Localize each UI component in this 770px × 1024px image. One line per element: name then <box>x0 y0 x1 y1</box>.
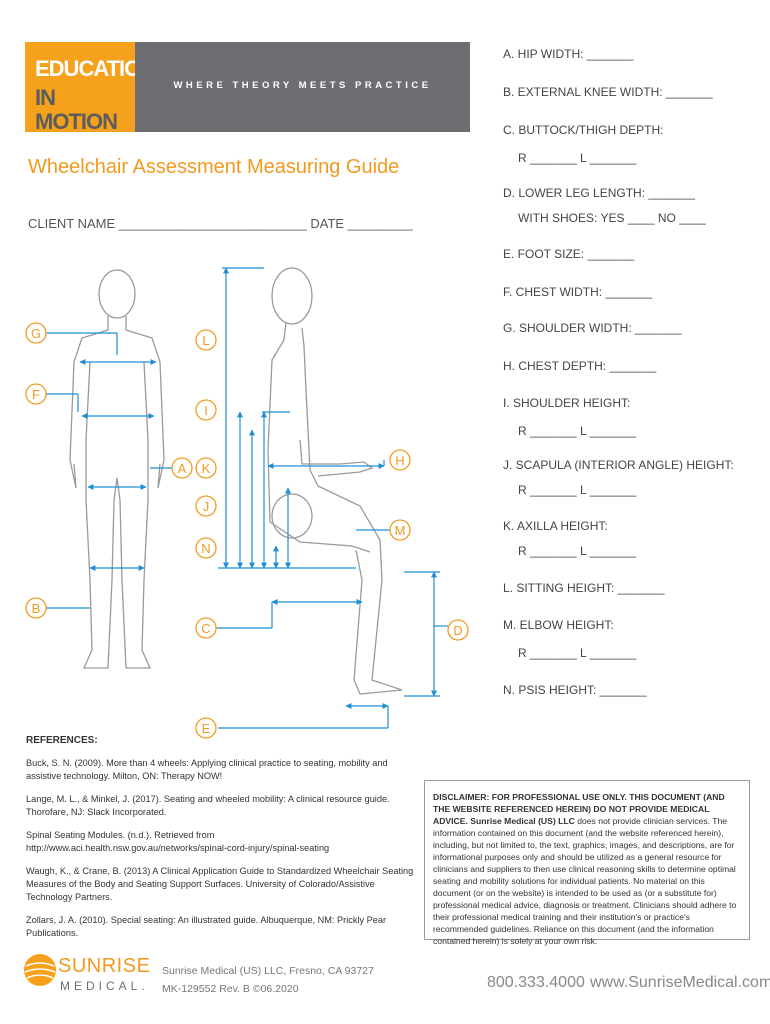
brand-line1: SUNRISE <box>58 955 150 977</box>
label-m: M <box>389 519 411 541</box>
tagline: WHERE THEORY MEETS PRACTICE <box>173 80 432 91</box>
measure-scapula-height-rl: R _______ L _______ <box>518 483 637 497</box>
label-n: N <box>195 537 217 559</box>
measure-shoulder-height-rl: R _______ L _______ <box>518 424 637 438</box>
diagram-label-layer: G F A B L I K J N C H M D E <box>25 322 469 739</box>
svg-text:N: N <box>201 541 210 556</box>
measure-elbow-height-rl: R _______ L _______ <box>518 646 637 660</box>
label-k: K <box>195 457 217 479</box>
page-title: Wheelchair Assessment Measuring Guide <box>28 156 400 178</box>
label-j: J <box>195 495 217 517</box>
svg-text:B: B <box>32 601 41 616</box>
measure-scapula-height: J. SCAPULA (INTERIOR ANGLE) HEIGHT: <box>503 458 734 472</box>
website-url[interactable]: www.SunriseMedical.com/EIM <box>590 974 770 991</box>
measure-elbow-height: M. ELBOW HEIGHT: <box>503 618 614 632</box>
measure-lower-leg-length: D. LOWER LEG LENGTH: _______ <box>503 186 696 200</box>
company-block: Sunrise Medical (US) LLC, Fresno, CA 937… <box>162 962 374 998</box>
svg-text:K: K <box>202 461 211 476</box>
references-heading: REFERENCES: <box>26 735 98 746</box>
reference-item: Waugh, K., & Crane, B. (2013) A Clinical… <box>26 866 414 902</box>
label-h: H <box>389 449 411 471</box>
label-b: B <box>25 597 47 619</box>
disclaimer-bold: DISCLAIMER: FOR PROFESSIONAL USE ONLY. T… <box>433 792 725 826</box>
reference-item: Spinal Seating Modules. (n.d.). Retrieve… <box>26 830 330 853</box>
measure-buttock-thigh-depth: C. BUTTOCK/THIGH DEPTH: <box>503 123 664 137</box>
svg-text:F: F <box>32 387 40 402</box>
svg-text:E: E <box>202 721 211 736</box>
sunrise-sun-icon <box>24 954 56 986</box>
label-c: C <box>195 617 217 639</box>
svg-text:M: M <box>395 523 406 538</box>
label-l: L <box>195 329 217 351</box>
measure-psis-height: N. PSIS HEIGHT: _______ <box>503 683 647 697</box>
front-body-figure <box>69 269 165 669</box>
svg-text:H: H <box>395 453 404 468</box>
svg-text:G: G <box>31 326 41 341</box>
disclaimer-box: DISCLAIMER: FOR PROFESSIONAL USE ONLY. T… <box>424 780 750 946</box>
reference-item: Lange, M. L., & Minkel, J. (2017). Seati… <box>26 794 390 817</box>
svg-text:C: C <box>201 621 210 636</box>
measure-with-shoes: WITH SHOES: YES ____ NO ____ <box>518 211 706 225</box>
disclaimer-body: does not provide clinician services. The… <box>433 816 737 946</box>
svg-text:D: D <box>453 623 462 638</box>
measure-sitting-height: L. SITTING HEIGHT: _______ <box>503 581 665 595</box>
logo-line2: IN MOTION <box>35 85 118 134</box>
svg-text:A: A <box>178 461 187 476</box>
measure-shoulder-width: G. SHOULDER WIDTH: _______ <box>503 321 682 335</box>
label-a: A <box>171 457 193 479</box>
svg-text:J: J <box>203 499 210 514</box>
reference-item: Zollars, J. A. (2010). Special seating: … <box>26 915 387 938</box>
measure-shoulder-height: I. SHOULDER HEIGHT: <box>503 396 631 410</box>
label-g: G <box>25 322 47 344</box>
measure-foot-size: E. FOOT SIZE: _______ <box>503 247 635 261</box>
company-address: Sunrise Medical (US) LLC, Fresno, CA 937… <box>162 965 374 977</box>
measure-hip-width: A. HIP WIDTH: _______ <box>503 47 634 61</box>
label-i: I <box>195 399 217 421</box>
education-in-motion-logo: EDUCATION IN MOTION <box>25 42 156 134</box>
measure-external-knee-width: B. EXTERNAL KNEE WIDTH: _______ <box>503 85 713 99</box>
measure-axilla-height-rl: R _______ L _______ <box>518 544 637 558</box>
tagline-bar: WHERE THEORY MEETS PRACTICE <box>135 42 470 132</box>
svg-text:L: L <box>202 333 209 348</box>
phone-number: 800.333.4000 <box>487 974 585 991</box>
body-measurement-diagram <box>44 267 448 729</box>
measure-chest-width: F. CHEST WIDTH: _______ <box>503 285 653 299</box>
label-e: E <box>195 717 217 739</box>
document-id: MK-129552 Rev. B ©06.2020 <box>162 983 299 995</box>
measure-buttock-thigh-rl: R _______ L _______ <box>518 151 637 165</box>
label-f: F <box>25 383 47 405</box>
brand-line2: MEDICAL. <box>60 979 149 993</box>
svg-text:I: I <box>204 403 208 418</box>
measure-axilla-height: K. AXILLA HEIGHT: <box>503 519 608 533</box>
client-name-date-line: CLIENT NAME __________________________ D… <box>28 216 413 231</box>
references-section: REFERENCES: Buck, S. N. (2009). More tha… <box>26 734 416 950</box>
label-d: D <box>447 619 469 641</box>
reference-item: Buck, S. N. (2009). More than 4 wheels: … <box>26 758 388 781</box>
measure-chest-depth: H. CHEST DEPTH: _______ <box>503 359 657 373</box>
sunrise-medical-logo: SUNRISE MEDICAL. <box>24 954 150 993</box>
